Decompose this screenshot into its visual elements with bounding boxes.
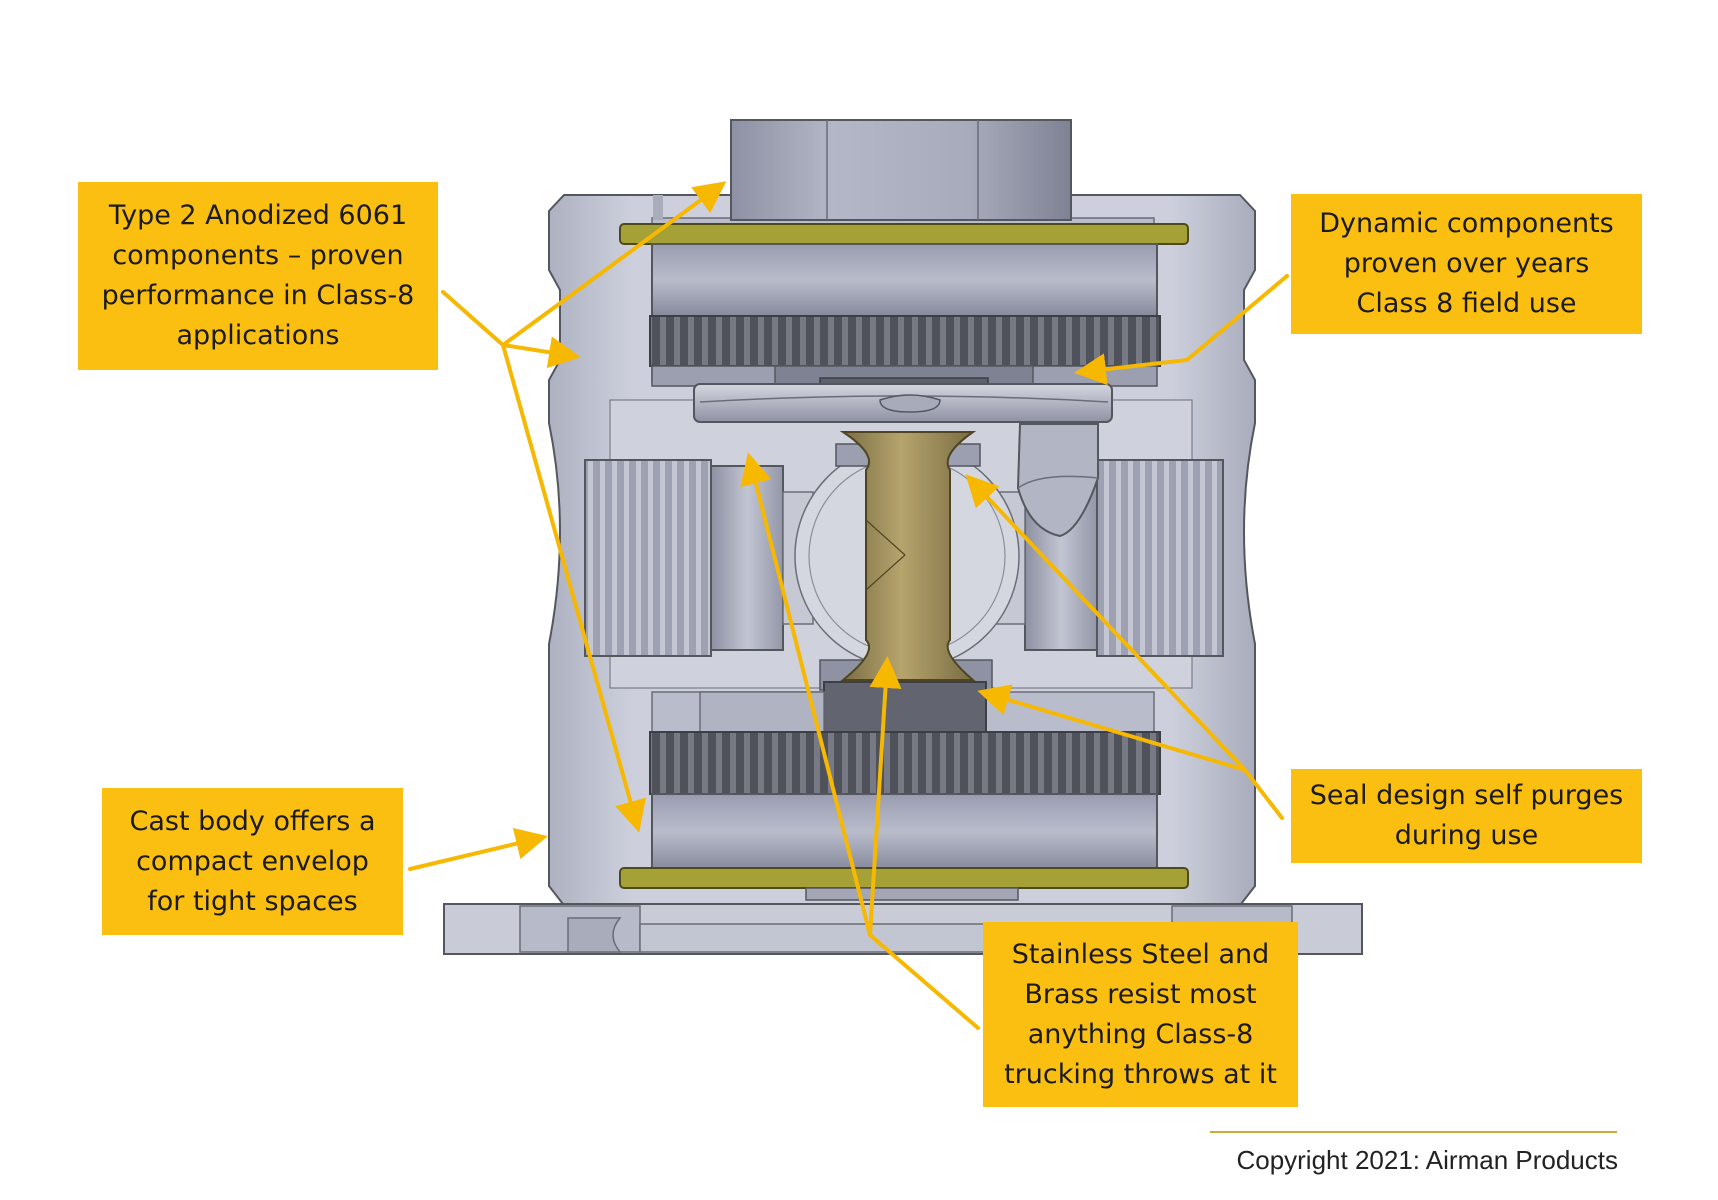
arrow-anodized-to-body (501, 336, 581, 369)
bottom-seal-ring (619, 867, 1189, 889)
callout-line: compact envelop (136, 845, 369, 877)
callout-stainless-brass: Stainless Steel and Brass resist most an… (983, 922, 1298, 1107)
callout-line: applications (176, 320, 340, 351)
callout-line: Seal design self purges (1309, 780, 1624, 811)
top-cap (653, 119, 1072, 221)
callout-line: proven over years (1343, 248, 1590, 279)
callout-line: Brass resist most (1024, 978, 1257, 1010)
callout-line: for tight spaces (147, 885, 358, 917)
arrow-cast-body (408, 828, 548, 871)
lower-piston (649, 731, 1161, 871)
callout-line: Stainless Steel and (1011, 938, 1270, 970)
brass-stem (839, 431, 977, 681)
arrow-dynamic (1074, 274, 1289, 386)
copyright-divider (1210, 1131, 1617, 1133)
callout-cast-body: Cast body offers a compact envelop for t… (102, 788, 403, 935)
upper-piston (649, 243, 1161, 403)
leader-arrows (408, 181, 1289, 1030)
callout-dynamic-components: Dynamic components proven over years Cla… (1291, 194, 1642, 334)
callout-line: trucking throws at it (1004, 1058, 1277, 1090)
arrow-seal-lower (977, 684, 1247, 772)
arrow-anodized-to-lower (501, 343, 646, 833)
top-seal-ring (619, 223, 1189, 245)
arrow-stainless-to-stem (868, 656, 902, 937)
copyright-text: Copyright 2021: Airman Products (1236, 1145, 1618, 1175)
callout-line: Type 2 Anodized 6061 (108, 200, 408, 231)
callout-line: Class 8 field use (1356, 288, 1577, 319)
valve-disc (693, 383, 1113, 423)
callout-line: Dynamic components (1319, 208, 1614, 239)
callout-line: Cast body offers a (129, 805, 376, 837)
callout-line: components – proven (112, 240, 404, 271)
callout-line: during use (1394, 820, 1539, 851)
lower-stem-block (699, 681, 987, 733)
callout-seal-design: Seal design self purges during use (1291, 769, 1642, 863)
callout-line: performance in Class-8 (101, 280, 415, 311)
callout-line: anything Class-8 (1027, 1018, 1254, 1050)
callout-anodized-components: Type 2 Anodized 6061 components – proven… (78, 182, 438, 370)
left-port (584, 459, 814, 657)
